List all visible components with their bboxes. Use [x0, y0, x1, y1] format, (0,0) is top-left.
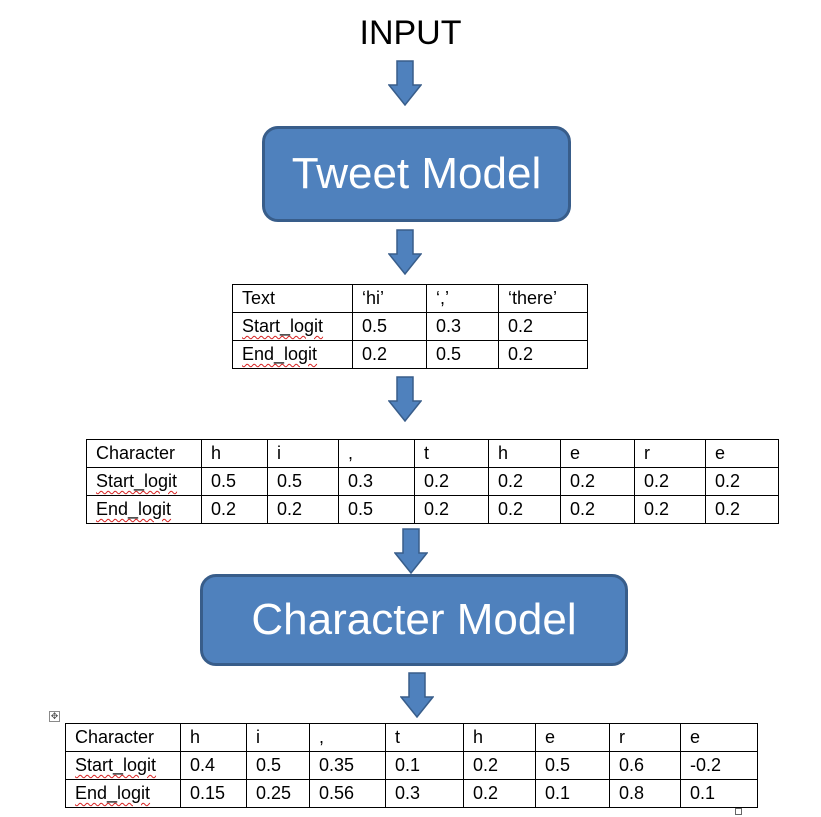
arrow-down-icon — [388, 60, 422, 106]
table-cell: 0.2 — [488, 495, 561, 524]
row-header-cell: End_logit — [232, 340, 353, 369]
table-cell: 0.2 — [352, 340, 427, 369]
table-cell: 0.3 — [426, 312, 499, 341]
table-cell: r — [634, 439, 706, 468]
table-cell: 0.2 — [705, 467, 779, 496]
table-cell: 0.5 — [426, 340, 499, 369]
tweet-model-box: Tweet Model — [262, 126, 571, 222]
table-cell: t — [414, 439, 489, 468]
table-cell: 0.5 — [535, 751, 610, 780]
table-row: Text‘hi’‘,’‘there’ — [232, 284, 588, 313]
table-cell: 0.2 — [463, 779, 536, 808]
row-header-cell: Start_logit — [232, 312, 353, 341]
table-cell: e — [535, 723, 610, 752]
table-cell: 0.2 — [498, 312, 588, 341]
table-cell: 0.4 — [180, 751, 247, 780]
table-cell: 0.2 — [201, 495, 268, 524]
move-icon[interactable]: ✥ — [49, 711, 60, 722]
table-cell: 0.2 — [634, 495, 706, 524]
table-cell: 0.5 — [267, 467, 339, 496]
table-cell: i — [267, 439, 339, 468]
arrow-down-icon — [394, 528, 428, 574]
table-cell: 0.5 — [338, 495, 415, 524]
row-header-cell: Character — [86, 439, 202, 468]
table-cell: 0.3 — [385, 779, 464, 808]
arrow-down-icon — [388, 376, 422, 422]
table-cell: 0.2 — [560, 495, 635, 524]
row-header-cell: Text — [232, 284, 353, 313]
row-header-cell: Start_logit — [65, 751, 181, 780]
table-cell: 0.5 — [201, 467, 268, 496]
table-cell: e — [705, 439, 779, 468]
table-cell: , — [338, 439, 415, 468]
table-cell: 0.2 — [463, 751, 536, 780]
row-header-cell: End_logit — [86, 495, 202, 524]
table-cell: 0.25 — [246, 779, 310, 808]
table-cell: h — [201, 439, 268, 468]
table-cell: h — [463, 723, 536, 752]
row-header-cell: Character — [65, 723, 181, 752]
table-cell: 0.5 — [352, 312, 427, 341]
input-title: INPUT — [359, 14, 462, 52]
table-cell: 0.2 — [267, 495, 339, 524]
character-model-box: Character Model — [200, 574, 628, 666]
table-cell: h — [488, 439, 561, 468]
table-cell: ‘hi’ — [352, 284, 427, 313]
table-cell: 0.15 — [180, 779, 247, 808]
table-cell: i — [246, 723, 310, 752]
table-cell: 0.2 — [634, 467, 706, 496]
table-cell: 0.56 — [309, 779, 386, 808]
table-cell: e — [680, 723, 758, 752]
table-cell: 0.5 — [246, 751, 310, 780]
table-cell: 0.1 — [385, 751, 464, 780]
table-cell: 0.1 — [680, 779, 758, 808]
table-cell: 0.6 — [609, 751, 681, 780]
tweet-model-label: Tweet Model — [291, 149, 542, 198]
table-cell: r — [609, 723, 681, 752]
table-cell: -0.2 — [680, 751, 758, 780]
table-cell: t — [385, 723, 464, 752]
table-cell: 0.2 — [705, 495, 779, 524]
row-header-cell: End_logit — [65, 779, 181, 808]
table-cell: 0.2 — [498, 340, 588, 369]
character-model-label: Character Model — [251, 595, 577, 644]
table-cell: 0.3 — [338, 467, 415, 496]
table-cell: 0.2 — [414, 467, 489, 496]
table-cell: 0.8 — [609, 779, 681, 808]
arrow-down-icon — [388, 229, 422, 275]
arrow-down-icon — [400, 672, 434, 718]
table-cell: 0.2 — [414, 495, 489, 524]
table-cell: , — [309, 723, 386, 752]
table-cell: 0.35 — [309, 751, 386, 780]
row-header-cell: Start_logit — [86, 467, 202, 496]
table-cell: e — [560, 439, 635, 468]
table-cell: ‘,’ — [426, 284, 499, 313]
table-cell: 0.2 — [488, 467, 561, 496]
table-cell: 0.1 — [535, 779, 610, 808]
table-cell: h — [180, 723, 247, 752]
resize-handle-icon[interactable] — [735, 808, 742, 815]
table-cell: 0.2 — [560, 467, 635, 496]
table-cell: ‘there’ — [498, 284, 588, 313]
